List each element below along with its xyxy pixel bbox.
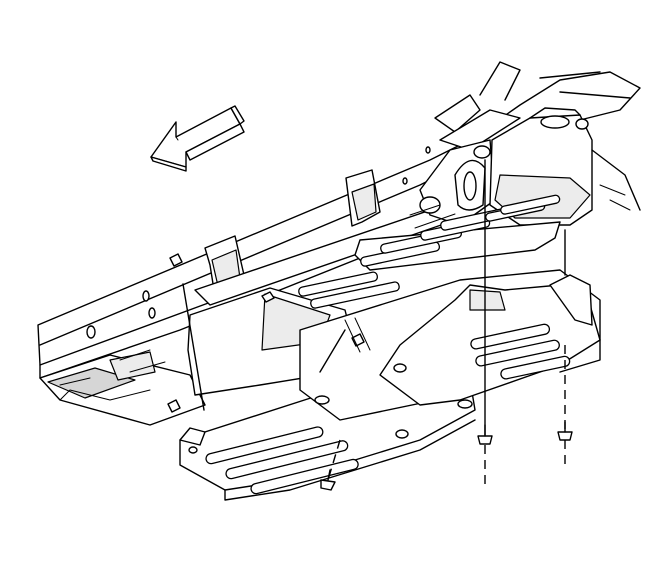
fastener-bolt [320, 469, 336, 491]
fastener-bolt [477, 424, 493, 445]
fastener-bolt [557, 421, 573, 441]
detail-lines [59, 184, 631, 386]
frame-crossmember [194, 169, 471, 306]
direction-arrow-icon [150, 105, 245, 172]
plate-studs [167, 253, 365, 413]
skid-plate-slots-upper [298, 194, 561, 309]
alignment-lines [182, 159, 566, 490]
skid-plate-front [379, 274, 601, 409]
skid-plate-lower [179, 395, 476, 501]
frame-rear-section [39, 351, 206, 426]
